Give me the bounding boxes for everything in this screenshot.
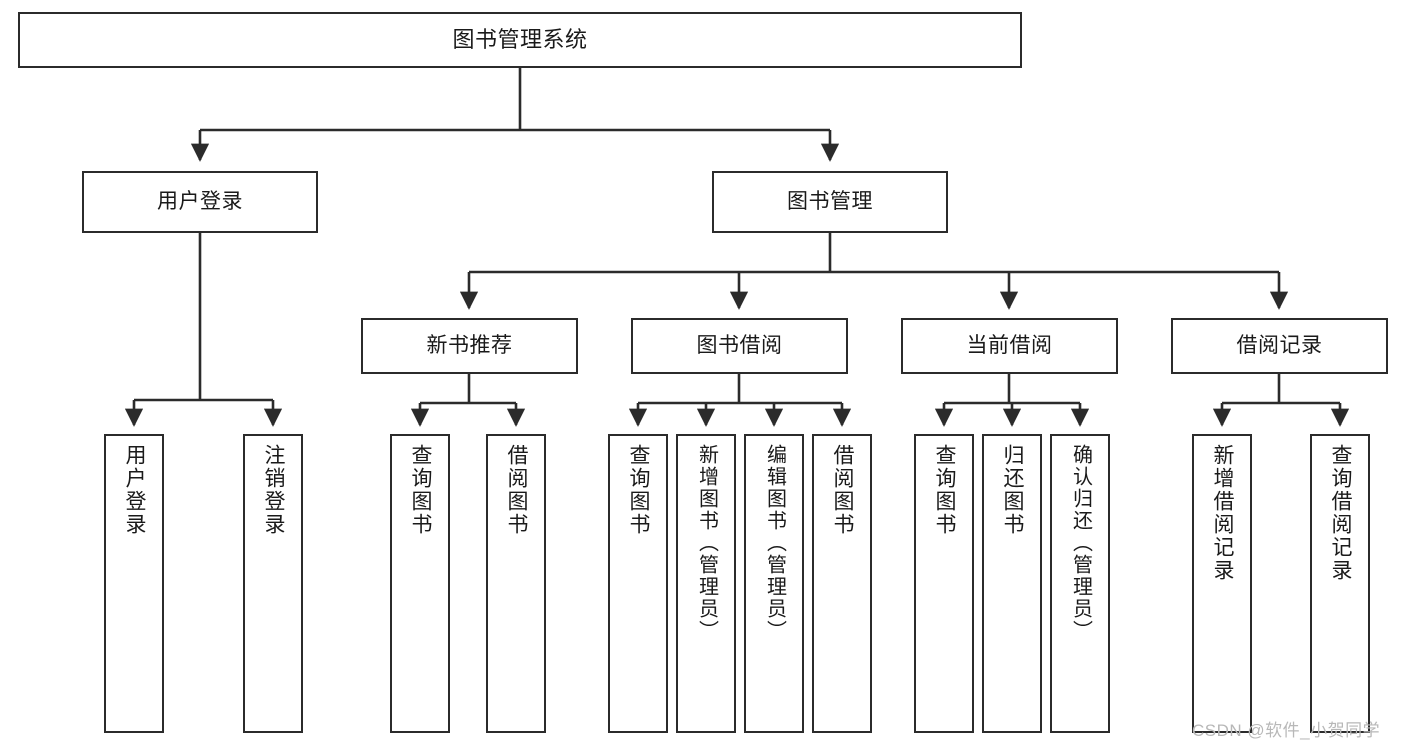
- node-leaf-user-login[interactable]: 用户登录: [104, 434, 164, 733]
- node-borrow-record-label: 借阅记录: [1236, 333, 1323, 357]
- node-leaf-user-logout-label: 注销登录: [262, 444, 286, 536]
- node-leaf-confirm-return[interactable]: 确认归还（管理员）: [1050, 434, 1110, 733]
- node-leaf-user-logout[interactable]: 注销登录: [243, 434, 303, 733]
- node-leaf-query-book-1[interactable]: 查询图书: [390, 434, 450, 733]
- node-current-borrow[interactable]: 当前借阅: [901, 318, 1118, 374]
- node-leaf-borrow-book-1-label: 借阅图书: [505, 444, 529, 536]
- node-leaf-return-book[interactable]: 归还图书: [982, 434, 1042, 733]
- node-leaf-query-book-3-label: 查询图书: [933, 444, 957, 536]
- node-leaf-query-book-2[interactable]: 查询图书: [608, 434, 668, 733]
- node-leaf-borrow-book-1[interactable]: 借阅图书: [486, 434, 546, 733]
- node-leaf-return-book-label: 归还图书: [1001, 444, 1025, 536]
- csdn-watermark: CSDN @软件_小贺同学: [1192, 721, 1381, 740]
- node-new-book-recommend[interactable]: 新书推荐: [361, 318, 578, 374]
- node-leaf-edit-book[interactable]: 编辑图书（管理员）: [744, 434, 804, 733]
- node-leaf-query-record[interactable]: 查询借阅记录: [1310, 434, 1370, 733]
- node-leaf-query-book-1-label: 查询图书: [409, 444, 433, 536]
- node-leaf-add-record-label: 新增借阅记录: [1211, 444, 1235, 582]
- node-root[interactable]: 图书管理系统: [18, 12, 1022, 68]
- node-leaf-borrow-book-2[interactable]: 借阅图书: [812, 434, 872, 733]
- node-book-borrow-label: 图书借阅: [696, 333, 783, 357]
- node-current-borrow-label: 当前借阅: [966, 333, 1053, 357]
- node-user-login[interactable]: 用户登录: [82, 171, 318, 233]
- node-leaf-add-record[interactable]: 新增借阅记录: [1192, 434, 1252, 733]
- node-user-login-label: 用户登录: [157, 189, 243, 213]
- node-leaf-user-login-label: 用户登录: [123, 444, 147, 536]
- node-leaf-borrow-book-2-label: 借阅图书: [831, 444, 855, 536]
- node-leaf-confirm-return-label: 确认归还（管理员）: [1069, 444, 1092, 642]
- node-leaf-query-book-3[interactable]: 查询图书: [914, 434, 974, 733]
- node-root-label: 图书管理系统: [452, 26, 588, 52]
- node-leaf-edit-book-label: 编辑图书（管理员）: [763, 444, 786, 642]
- node-leaf-query-record-label: 查询借阅记录: [1329, 444, 1353, 582]
- node-new-book-recommend-label: 新书推荐: [426, 333, 513, 357]
- node-leaf-add-book-label: 新增图书（管理员）: [695, 444, 718, 642]
- node-borrow-record[interactable]: 借阅记录: [1171, 318, 1388, 374]
- node-book-manage-label: 图书管理: [787, 189, 873, 213]
- node-leaf-add-book[interactable]: 新增图书（管理员）: [676, 434, 736, 733]
- node-book-borrow[interactable]: 图书借阅: [631, 318, 848, 374]
- node-book-manage[interactable]: 图书管理: [712, 171, 948, 233]
- node-leaf-query-book-2-label: 查询图书: [627, 444, 651, 536]
